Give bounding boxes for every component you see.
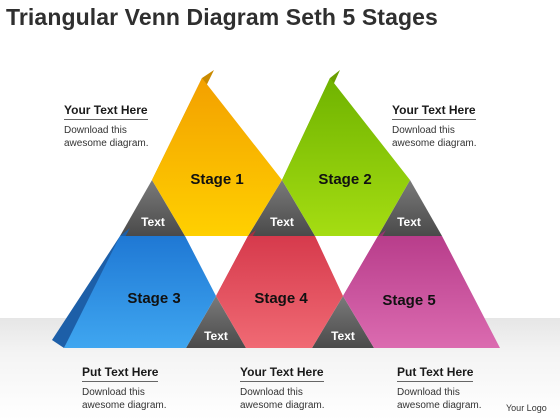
callout-heading: Put Text Here xyxy=(82,366,159,382)
stage-4-label: Stage 4 xyxy=(254,290,308,307)
stage-4-triangle[interactable] xyxy=(216,230,343,348)
stage-2-face xyxy=(282,78,410,236)
gap-text-bottom-left: Text xyxy=(204,329,228,343)
gap-text-right: Text xyxy=(397,215,421,229)
stage-5-label: Stage 5 xyxy=(382,292,435,309)
stage-5-face xyxy=(343,236,500,348)
gap-triangle-bottom-right xyxy=(312,296,374,348)
callout-body: Download this awesome diagram. xyxy=(397,387,482,411)
stage-2-triangle[interactable] xyxy=(282,70,410,236)
callout-heading: Your Text Here xyxy=(64,104,148,120)
callout-body: Download this awesome diagram. xyxy=(64,125,149,149)
stage-1-triangle[interactable] xyxy=(152,70,282,236)
gap-triangle-bottom-left xyxy=(186,296,246,348)
stage-4-face xyxy=(216,236,343,348)
stage-1-label: Stage 1 xyxy=(190,171,243,188)
callout-bottom-center: Your Text Here Download this awesome dia… xyxy=(240,366,335,412)
gap-triangle-right xyxy=(378,180,442,236)
stage-1-face xyxy=(152,78,282,236)
callout-bottom-right: Put Text Here Download this awesome diag… xyxy=(397,366,492,412)
gap-triangle-left xyxy=(120,180,185,236)
gap-text-left: Text xyxy=(141,215,165,229)
stage-5-triangle[interactable] xyxy=(343,230,500,348)
callout-heading: Put Text Here xyxy=(397,366,474,382)
page-title: Triangular Venn Diagram Seth 5 Stages xyxy=(6,4,438,30)
callout-body: Download this awesome diagram. xyxy=(240,387,325,411)
callout-bottom-left: Put Text Here Download this awesome diag… xyxy=(82,366,177,412)
callout-top-right: Your Text Here Download this awesome dia… xyxy=(392,104,487,150)
stage-3-label: Stage 3 xyxy=(127,290,180,307)
logo-text: Your Logo xyxy=(506,403,547,413)
gap-text-bottom-right: Text xyxy=(331,329,355,343)
callout-top-left: Your Text Here Download this awesome dia… xyxy=(64,104,159,150)
stage-3-triangle[interactable] xyxy=(52,228,216,348)
callout-body: Download this awesome diagram. xyxy=(392,125,477,149)
callout-heading: Your Text Here xyxy=(240,366,324,382)
stage-3-face xyxy=(64,236,216,348)
gap-triangle-center-top xyxy=(248,180,315,236)
callout-body: Download this awesome diagram. xyxy=(82,387,167,411)
callout-heading: Your Text Here xyxy=(392,104,476,120)
stage-2-label: Stage 2 xyxy=(318,171,371,188)
gap-text-center-top: Text xyxy=(270,215,294,229)
